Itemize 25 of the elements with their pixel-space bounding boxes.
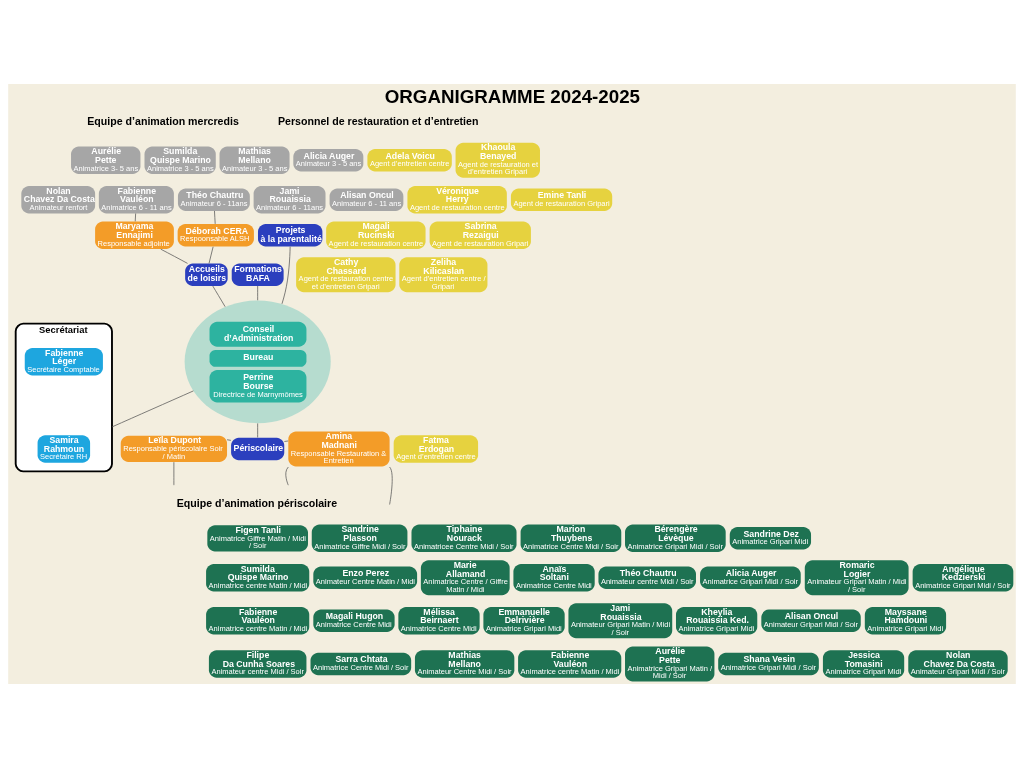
- connector: [285, 466, 289, 486]
- connector: [214, 210, 216, 225]
- node-box: Périscolaire: [231, 437, 285, 461]
- node-box: Formations BAFA: [231, 263, 284, 286]
- connector: [160, 248, 188, 264]
- connector: [134, 213, 137, 222]
- connector: [389, 466, 393, 505]
- connector: [226, 439, 232, 441]
- node-text: Conseil d’Administration: [223, 323, 294, 343]
- connector: [257, 285, 259, 301]
- connector: [281, 246, 291, 305]
- connector: [111, 390, 194, 428]
- cluster: [184, 300, 331, 424]
- connector: [212, 285, 226, 308]
- label: Personnel de restauration et d’entretien: [277, 115, 479, 128]
- label: Equipe d’animation mercredis: [87, 115, 239, 128]
- node-box: Accueils de loisirs: [185, 263, 228, 286]
- connector: [283, 440, 289, 442]
- connector: [173, 461, 175, 486]
- node-text: Bureau: [243, 352, 274, 363]
- connector: [257, 423, 259, 438]
- connector: [208, 246, 214, 264]
- label: Equipe d’animation périscolaire: [176, 497, 338, 510]
- diagram-title: ORGANIGRAMME 2024-2025: [384, 86, 641, 108]
- node-box: Projets à la parentalité: [258, 224, 323, 247]
